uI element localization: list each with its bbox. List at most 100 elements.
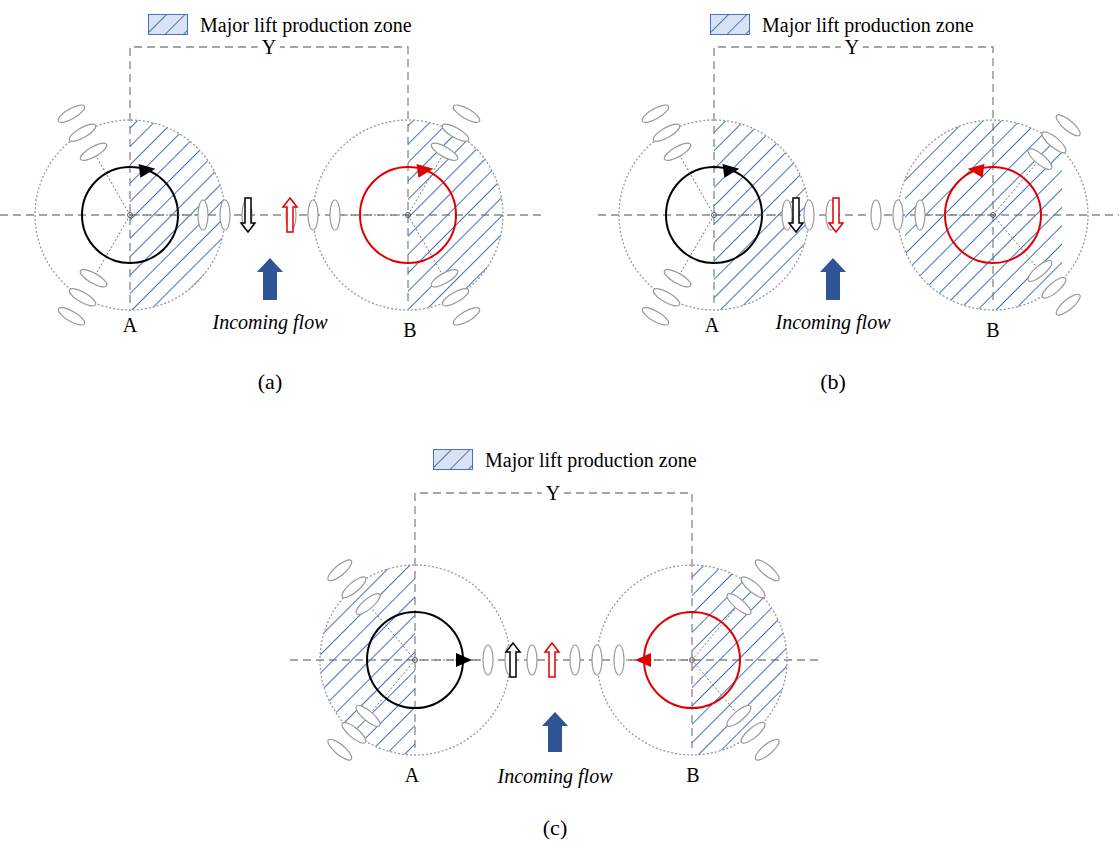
blade-airfoil [1054, 112, 1083, 139]
spacing-bracket [415, 493, 692, 748]
rotation-arrowhead [723, 162, 741, 178]
swatch-hatch [711, 15, 750, 35]
legend-text: Major lift production zone [762, 14, 974, 36]
blade-airfoil [451, 304, 482, 328]
flow-label: Incoming flow [498, 765, 613, 787]
blade-airfoil [198, 200, 208, 230]
lift-zone-hatch [130, 115, 242, 315]
incoming-flow-arrow [257, 258, 283, 300]
blade-arm [993, 215, 1040, 271]
blade-airfoil [753, 736, 782, 763]
blade-airfoil [1039, 129, 1068, 156]
blade-airfoil [451, 102, 482, 126]
blade-airfoil [662, 140, 693, 164]
legend-swatch [710, 14, 750, 35]
blade-airfoil [67, 121, 98, 145]
swatch-fill [149, 15, 188, 35]
blade-airfoil [56, 102, 87, 126]
legend-text: Major lift production zone [485, 449, 697, 471]
blade-airfoil [592, 645, 602, 675]
blade-arm [368, 660, 415, 716]
rotor-1 [286, 102, 512, 328]
rotor-label: B [686, 764, 699, 786]
dimension-label: Y [841, 36, 863, 58]
panel-caption: (c) [543, 816, 567, 840]
rotor-4 [318, 557, 537, 763]
swatch-fill [711, 15, 750, 35]
blade-airfoil [325, 557, 354, 584]
dimension-label: Y [258, 36, 280, 58]
blade-airfoil [651, 285, 682, 309]
rotor-path-circle [619, 120, 809, 310]
blade-airfoil [440, 285, 471, 309]
velocity-arrow [283, 198, 297, 232]
blade-airfoil [1054, 291, 1083, 318]
blade-arm [692, 604, 739, 660]
blade-airfoil [67, 285, 98, 309]
blade-airfoil [640, 304, 671, 328]
blade-airfoil [738, 719, 767, 746]
blade-arm [692, 660, 739, 716]
blade-airfoil [871, 200, 881, 230]
blade-airfoil [440, 121, 471, 145]
blade-arm [408, 215, 445, 278]
blade-arm [94, 215, 131, 278]
blade-airfoil [1025, 257, 1054, 284]
rotor-5 [570, 557, 792, 763]
blade-airfoil [1025, 146, 1054, 173]
rotor-3 [871, 112, 1088, 318]
blade-airfoil [483, 645, 493, 675]
rotor-2 [619, 102, 836, 328]
dimension-label: Y [542, 482, 564, 504]
blade-arm [415, 660, 488, 661]
velocity-arrow [241, 198, 255, 232]
blade-airfoil [339, 574, 368, 601]
flow-label: Incoming flow [776, 311, 891, 333]
swatch-hatch [434, 450, 473, 470]
blade-arm [678, 215, 715, 278]
incoming-flow-arrow [542, 712, 568, 752]
rotor-label: A [705, 314, 719, 336]
rotor-0 [35, 102, 252, 328]
rotor-path-circle [313, 120, 503, 310]
rotation-arrowhead [635, 653, 651, 667]
blade-arm [130, 215, 203, 216]
swatch-fill [434, 450, 473, 470]
velocity-arrow [545, 643, 559, 677]
incoming-flow-arrow [820, 258, 846, 300]
blade-arm [678, 152, 715, 215]
blade-airfoil [662, 266, 693, 290]
blade-airfoil [339, 719, 368, 746]
swatch-hatch [149, 15, 188, 35]
blade-arm [335, 215, 408, 216]
blade-airfoil [429, 140, 460, 164]
rotation-arrowhead [456, 653, 472, 667]
rotor-path-circle [597, 565, 787, 755]
rotation-arrowhead [417, 162, 435, 178]
rotation-arrowhead [139, 162, 157, 178]
blade-arm [94, 152, 131, 215]
blade-airfoil [330, 200, 340, 230]
blade-arm [619, 660, 692, 661]
blade-airfoil [353, 591, 382, 618]
blade-arm [408, 152, 445, 215]
blade-airfoil [651, 121, 682, 145]
flow-label: Incoming flow [213, 311, 328, 333]
velocity-arrow [506, 643, 520, 677]
blade-airfoil [1039, 274, 1068, 301]
blade-airfoil [738, 574, 767, 601]
blade-airfoil [56, 304, 87, 328]
rotor-path-circle [320, 565, 510, 755]
velocity-arrow [829, 198, 843, 232]
blade-airfoil [724, 591, 753, 618]
blade-airfoil [308, 200, 318, 230]
blade-airfoil [753, 557, 782, 584]
blade-airfoil [724, 702, 753, 729]
blade-airfoil [804, 200, 814, 230]
blade-airfoil [220, 200, 230, 230]
rotor-label: B [986, 319, 999, 341]
lift-zone-hatch [714, 115, 822, 315]
blade-airfoil [893, 200, 903, 230]
blade-airfoil [614, 645, 624, 675]
